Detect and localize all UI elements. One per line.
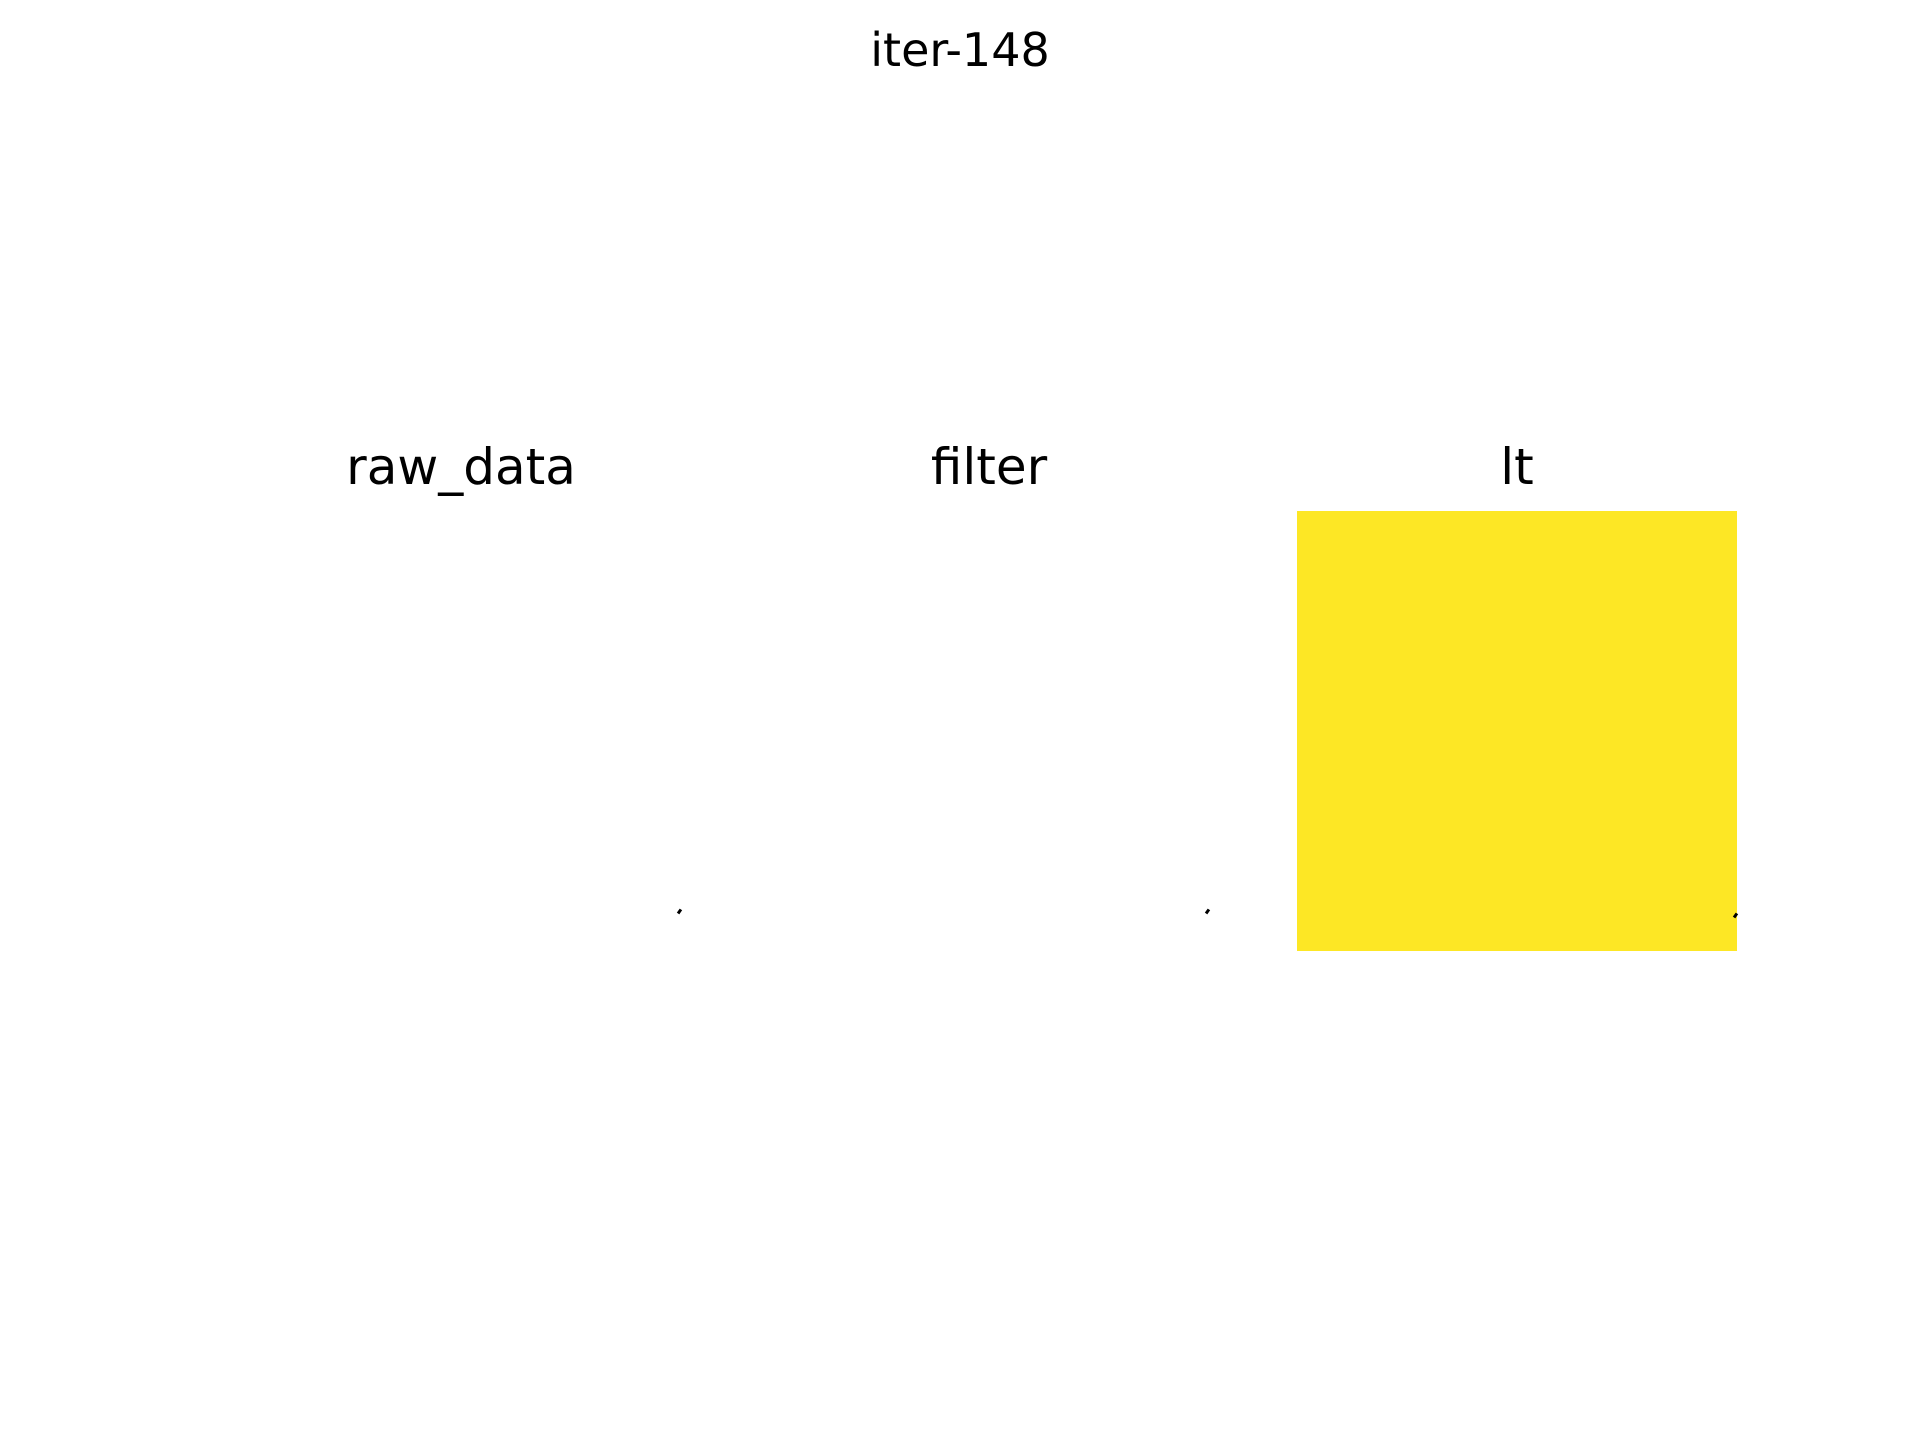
panel-lt: lt	[1297, 437, 1739, 951]
speck-mark	[1204, 908, 1211, 915]
image-filter	[769, 511, 1209, 951]
image-lt	[1297, 511, 1737, 951]
image-raw-data	[241, 511, 681, 951]
panel-title-filter: filter	[930, 438, 1048, 496]
speck-mark	[676, 908, 683, 915]
panel-raw-data: raw_data	[241, 437, 683, 915]
panel-title-lt: lt	[1500, 438, 1534, 496]
panel-title-raw-data: raw_data	[346, 438, 576, 496]
panel-filter: filter	[769, 437, 1211, 915]
figure-title: iter-148	[870, 23, 1050, 77]
speck-mark	[1732, 912, 1739, 919]
